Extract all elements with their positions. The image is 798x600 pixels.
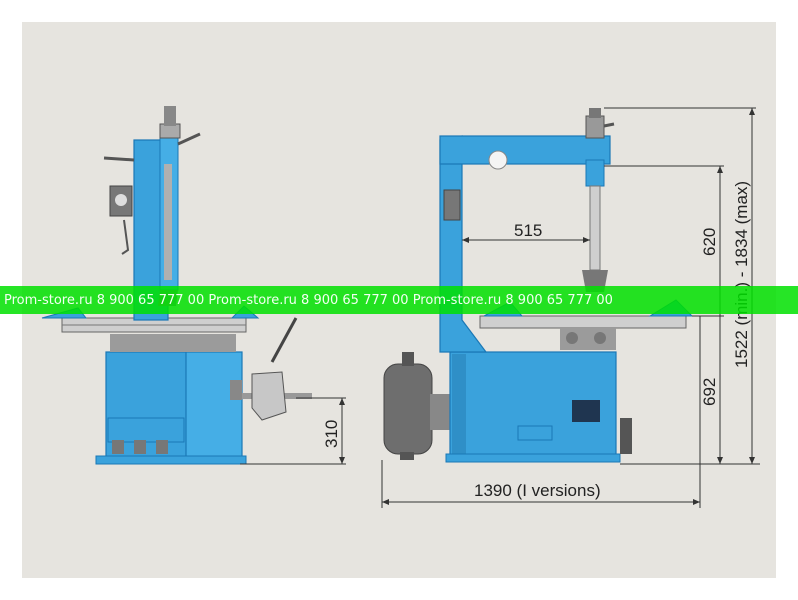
watermark-text: Prom-store.ru 8 900 65 777 00 Prom-store…	[4, 293, 613, 308]
front-view-machine	[383, 108, 694, 463]
dimension-arrows	[339, 108, 755, 505]
dim-total-height: 1522 (min.) - 1834 (max)	[732, 181, 751, 368]
dim-pedal-height: 310	[322, 420, 341, 448]
watermark-band	[0, 286, 798, 314]
side-view-machine	[41, 106, 312, 465]
dim-arm-reach: 515	[514, 221, 542, 240]
dim-overall-width: 1390 (I versions)	[474, 481, 601, 500]
dim-table-height: 692	[700, 378, 719, 406]
dim-column-upper: 620	[700, 228, 719, 256]
